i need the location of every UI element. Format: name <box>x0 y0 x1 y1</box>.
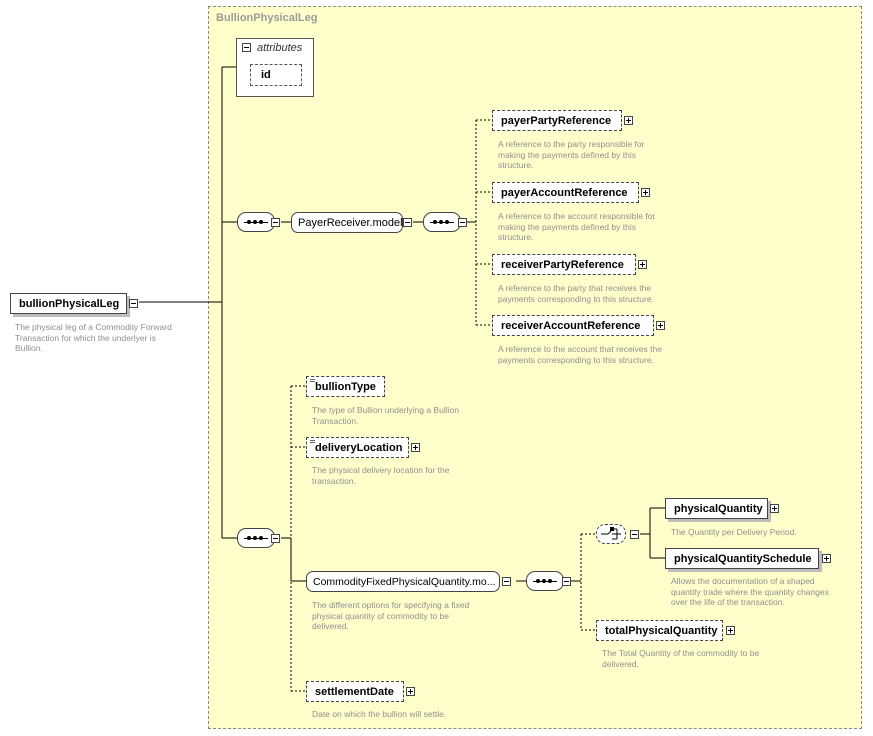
element-receiver-party-reference[interactable]: receiverPartyReference <box>492 254 636 275</box>
expand-icon[interactable] <box>641 188 650 197</box>
sequence-collapse-icon[interactable] <box>271 218 280 227</box>
payer-party-reference-label: payerPartyReference <box>501 115 612 127</box>
total-physical-quantity-description: The Total Quantity of the commodity to b… <box>602 648 760 669</box>
element-total-physical-quantity[interactable]: totalPhysicalQuantity <box>596 620 723 641</box>
expand-icon[interactable] <box>638 260 647 269</box>
payer-receiver-model-collapse-icon[interactable] <box>403 218 412 227</box>
group-title: BullionPhysicalLeg <box>216 12 318 24</box>
payer-receiver-model-label: PayerReceiver.model <box>298 217 403 229</box>
settlement-date-label: settlementDate <box>315 686 394 698</box>
total-physical-quantity-label: totalPhysicalQuantity <box>605 625 718 637</box>
simple-type-icon <box>310 379 315 384</box>
receiver-party-reference-description: A reference to the party that receives t… <box>498 283 654 304</box>
choice-collapse-icon[interactable] <box>630 530 639 539</box>
element-physical-quantity-schedule[interactable]: physicalQuantitySchedule <box>665 548 819 569</box>
attributes-title: attributes <box>257 42 303 54</box>
physical-quantity-description: The Quantity per Delivery Period. <box>671 527 797 537</box>
sequence-compositor-icon <box>237 528 275 548</box>
root-collapse-icon[interactable] <box>129 299 138 308</box>
expand-icon[interactable] <box>656 321 665 330</box>
sequence-compositor-icon <box>526 571 564 591</box>
expand-icon[interactable] <box>406 687 415 696</box>
sequence-collapse-icon[interactable] <box>562 577 571 586</box>
element-payer-party-reference[interactable]: payerPartyReference <box>492 110 622 131</box>
expand-icon[interactable] <box>822 554 831 563</box>
expand-icon[interactable] <box>411 443 420 452</box>
choice-compositor-icon <box>596 524 626 544</box>
settlement-date-description: Date on which the bullion will settle. <box>312 709 447 719</box>
element-receiver-account-reference[interactable]: receiverAccountReference <box>492 315 654 336</box>
attributes-collapse-icon[interactable] <box>242 43 251 52</box>
physical-quantity-schedule-label: physicalQuantitySchedule <box>674 553 812 565</box>
payer-account-reference-description: A reference to the account responsible f… <box>498 211 656 242</box>
commodity-fixed-model-description: The different options for specifying a f… <box>312 600 470 631</box>
element-settlement-date[interactable]: settlementDate <box>306 681 404 702</box>
expand-icon[interactable] <box>770 504 779 513</box>
physical-quantity-schedule-description: Allows the documentation of a shaped qua… <box>671 576 829 607</box>
attribute-id-label: id <box>261 69 271 81</box>
bullion-type-label: bullionType <box>315 381 376 393</box>
expand-icon[interactable] <box>726 626 735 635</box>
commodity-fixed-model-collapse-icon[interactable] <box>502 577 511 586</box>
sequence-compositor-icon <box>237 212 275 232</box>
attribute-id[interactable] <box>250 64 302 86</box>
element-physical-quantity[interactable]: physicalQuantity <box>665 498 768 519</box>
sequence-collapse-icon[interactable] <box>458 218 467 227</box>
root-element-label: bullionPhysicalLeg <box>19 298 120 310</box>
sequence-compositor-icon <box>423 212 461 232</box>
commodity-fixed-model-label: CommodityFixedPhysicalQuantity.mo... <box>313 576 496 588</box>
bullion-type-description: The type of Bullion underlying a Bullion… <box>312 405 459 426</box>
root-description: The physical leg of a Commodity Forward … <box>15 322 172 353</box>
payer-party-reference-description: A reference to the party responsible for… <box>498 139 645 170</box>
receiver-party-reference-label: receiverPartyReference <box>501 259 624 271</box>
element-delivery-location[interactable]: deliveryLocation <box>306 437 409 458</box>
physical-quantity-label: physicalQuantity <box>674 503 763 515</box>
commodity-fixed-physical-quantity-model-group[interactable]: CommodityFixedPhysicalQuantity.mo... <box>306 571 500 592</box>
delivery-location-label: deliveryLocation <box>315 442 403 454</box>
payer-account-reference-label: payerAccountReference <box>501 187 628 199</box>
sequence-collapse-icon[interactable] <box>271 534 280 543</box>
delivery-location-description: The physical delivery location for the t… <box>312 465 450 486</box>
element-bullion-type[interactable]: bullionType <box>306 376 385 397</box>
element-payer-account-reference[interactable]: payerAccountReference <box>492 182 639 203</box>
payer-receiver-model-group[interactable]: PayerReceiver.model <box>291 212 403 233</box>
simple-type-icon <box>310 440 315 445</box>
receiver-account-reference-description: A reference to the account that receives… <box>498 344 662 365</box>
root-element-bullion-physical-leg[interactable]: bullionPhysicalLeg <box>10 293 127 314</box>
expand-icon[interactable] <box>624 116 633 125</box>
receiver-account-reference-label: receiverAccountReference <box>501 320 641 332</box>
